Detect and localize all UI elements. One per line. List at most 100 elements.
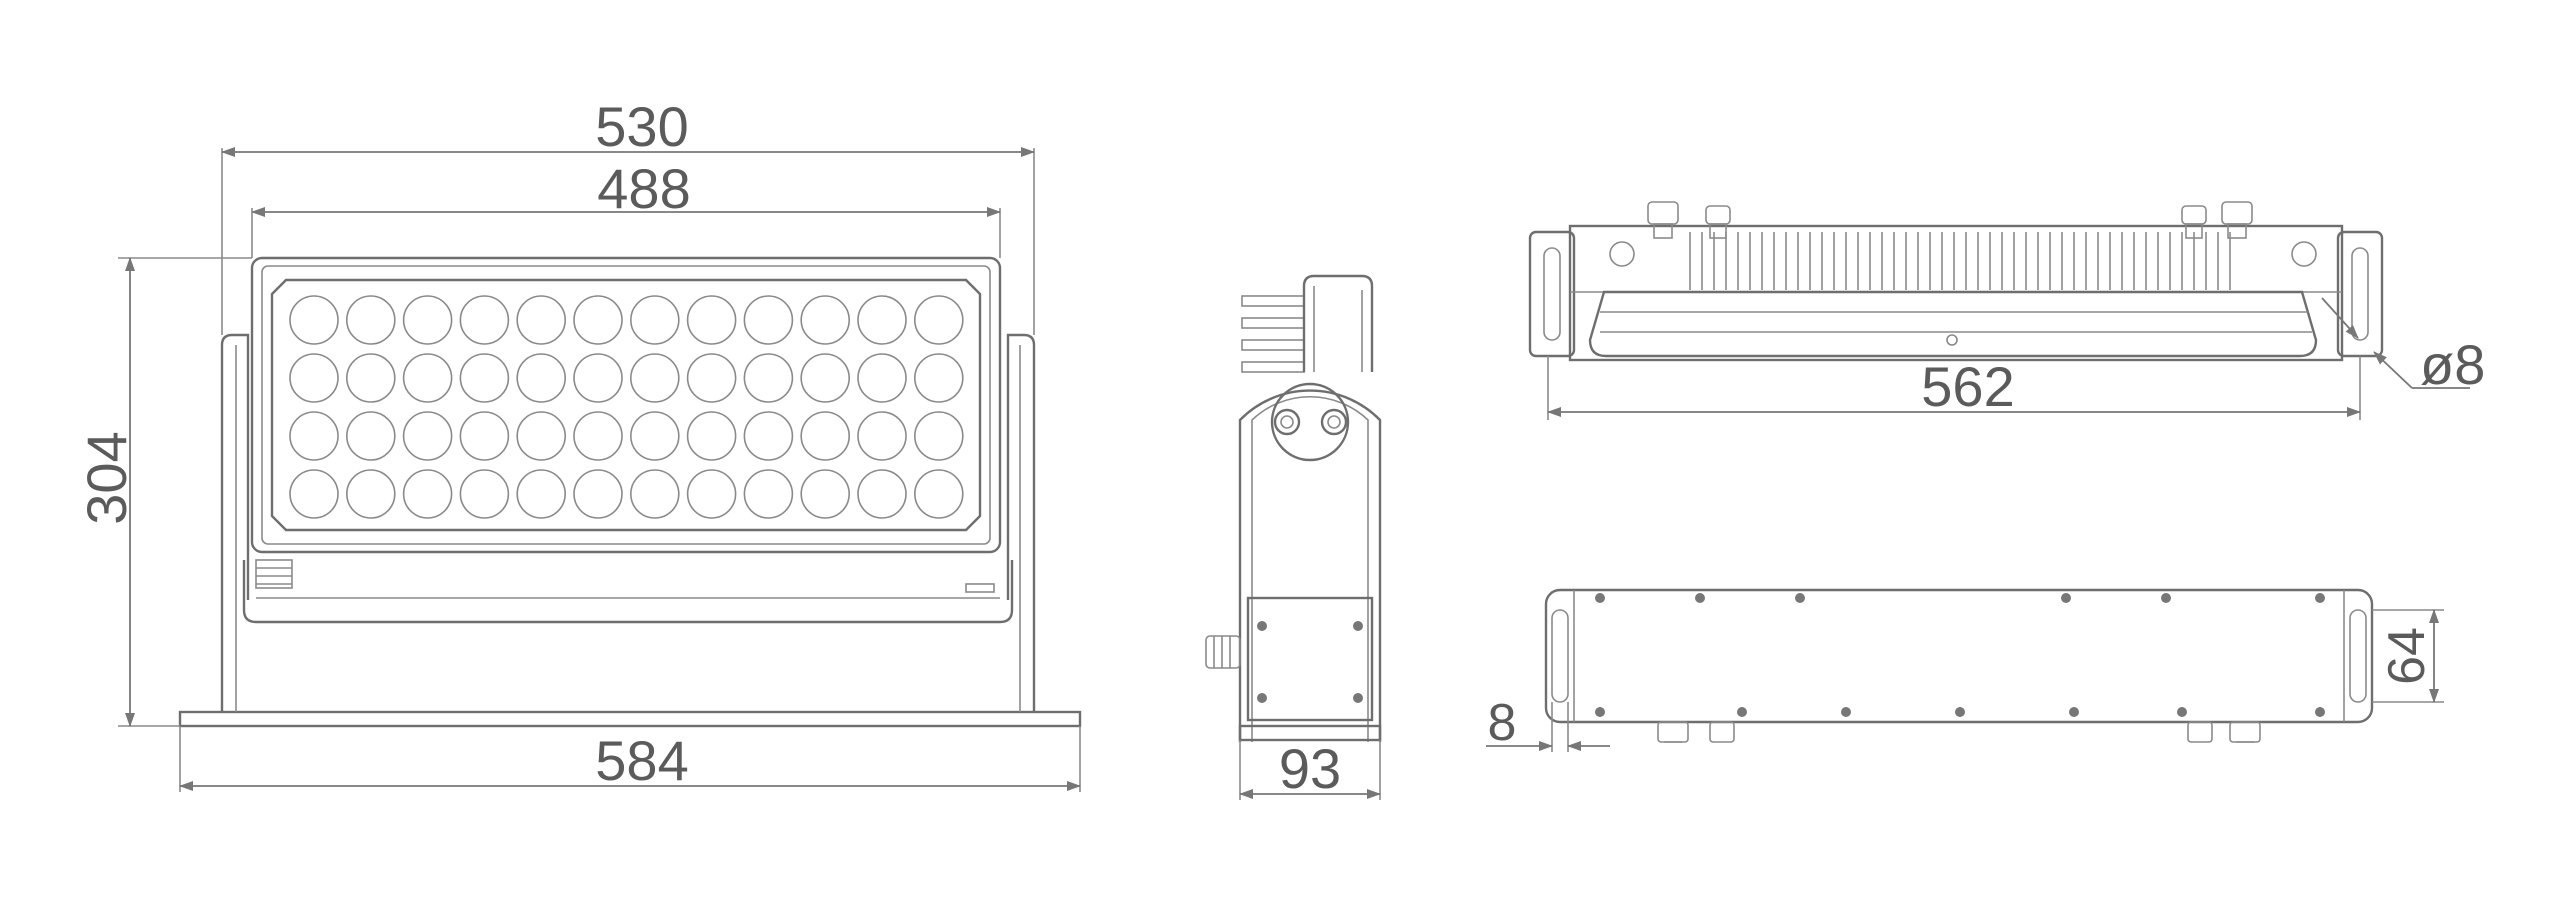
housing-lower xyxy=(242,560,1014,624)
led-lens xyxy=(686,353,737,403)
led-lens xyxy=(289,295,339,345)
top-left-tab xyxy=(1528,230,1576,358)
screw xyxy=(2177,707,2187,717)
led-lens xyxy=(516,411,567,461)
cable-gland xyxy=(255,559,293,589)
led-lens xyxy=(743,469,794,519)
dim-front-inner: 488 xyxy=(251,157,1001,258)
screw xyxy=(2315,593,2325,603)
screw xyxy=(1795,593,1805,603)
screw xyxy=(1955,707,1965,717)
led-lens xyxy=(800,411,851,461)
led-lens xyxy=(743,353,794,403)
label-304: 304 xyxy=(75,431,138,524)
label-488: 488 xyxy=(597,157,690,220)
right-bracket xyxy=(1006,333,1036,712)
label-64: 64 xyxy=(2378,627,2436,685)
front-view xyxy=(178,256,1082,728)
led-lens xyxy=(686,295,737,345)
led-lens xyxy=(345,353,396,403)
led-lens xyxy=(345,411,396,461)
led-lens xyxy=(459,295,510,345)
led-lens xyxy=(913,411,964,461)
led-lens xyxy=(573,411,623,461)
led-lens xyxy=(459,469,510,519)
dim-rear-height: 64 xyxy=(2372,609,2444,703)
led-lens xyxy=(629,295,680,345)
side-base xyxy=(1238,724,1382,742)
dim-hole-diameter: ø8 xyxy=(2321,297,2485,396)
screw xyxy=(1595,593,1605,603)
led-lens xyxy=(686,469,737,519)
dim-top-length: 562 xyxy=(1547,355,2361,420)
screw xyxy=(1841,707,1851,717)
lens-area xyxy=(270,278,982,532)
pivot-bolt-left xyxy=(1273,408,1301,436)
screw xyxy=(2069,707,2079,717)
led-lens xyxy=(857,295,907,345)
screw xyxy=(2061,593,2071,603)
rear-left-slot xyxy=(1551,609,1569,703)
led-lens xyxy=(913,353,964,403)
led-lens xyxy=(402,411,453,461)
label-530: 530 xyxy=(595,95,688,158)
top-heatsink-fins xyxy=(1689,232,2231,290)
screw xyxy=(1737,707,1747,717)
base-plate xyxy=(178,710,1082,728)
left-bracket xyxy=(220,333,250,712)
dim-front-outer: 530 xyxy=(221,95,1035,335)
led-lens xyxy=(516,295,567,345)
led-lens xyxy=(459,353,510,403)
screw xyxy=(1695,593,1705,603)
dim-base-width: 584 xyxy=(179,726,1081,792)
led-lens xyxy=(402,353,453,403)
label-plate xyxy=(965,583,995,593)
screw xyxy=(2315,707,2325,717)
led-lens xyxy=(289,469,339,519)
screw xyxy=(1595,707,1605,717)
led-lens xyxy=(516,353,567,403)
led-lens xyxy=(686,411,737,461)
led-lens xyxy=(800,295,851,345)
led-lens xyxy=(516,469,567,519)
led-lens xyxy=(573,353,623,403)
led-lens xyxy=(402,469,453,519)
side-view xyxy=(1205,274,1382,742)
led-lens xyxy=(857,353,907,403)
led-grid xyxy=(289,295,964,519)
led-lens xyxy=(743,411,794,461)
top-body xyxy=(1568,224,2344,362)
led-lens xyxy=(573,295,623,345)
rear-body xyxy=(1544,588,2374,724)
rear-glands xyxy=(1657,721,2261,743)
housing-top xyxy=(1302,274,1374,372)
front-frame-inner xyxy=(261,265,991,545)
led-lens xyxy=(573,469,623,519)
led-lens xyxy=(629,469,680,519)
led-lens xyxy=(913,295,964,345)
side-bracket xyxy=(1238,389,1382,742)
led-lens xyxy=(913,469,964,519)
led-lens xyxy=(800,353,851,403)
led-lens xyxy=(345,295,396,345)
dim-side-depth: 93 xyxy=(1239,737,1381,800)
pivot-bolt-right xyxy=(1320,408,1348,436)
led-lens xyxy=(800,469,851,519)
label-584: 584 xyxy=(595,729,688,792)
front-frame-outer xyxy=(250,256,1002,554)
pivot-hub xyxy=(1270,382,1350,462)
top-view xyxy=(1528,201,2384,362)
top-right-tab xyxy=(2336,230,2384,358)
led-lens xyxy=(459,411,510,461)
led-lens xyxy=(629,353,680,403)
led-lens xyxy=(857,411,907,461)
label-93: 93 xyxy=(1279,737,1341,800)
led-lens xyxy=(743,295,794,345)
top-lens xyxy=(1588,290,2318,358)
side-body xyxy=(1246,596,1374,722)
rear-view xyxy=(1544,588,2374,743)
led-lens xyxy=(289,411,339,461)
top-glands xyxy=(1647,201,2253,239)
side-cable-gland xyxy=(1205,635,1241,669)
